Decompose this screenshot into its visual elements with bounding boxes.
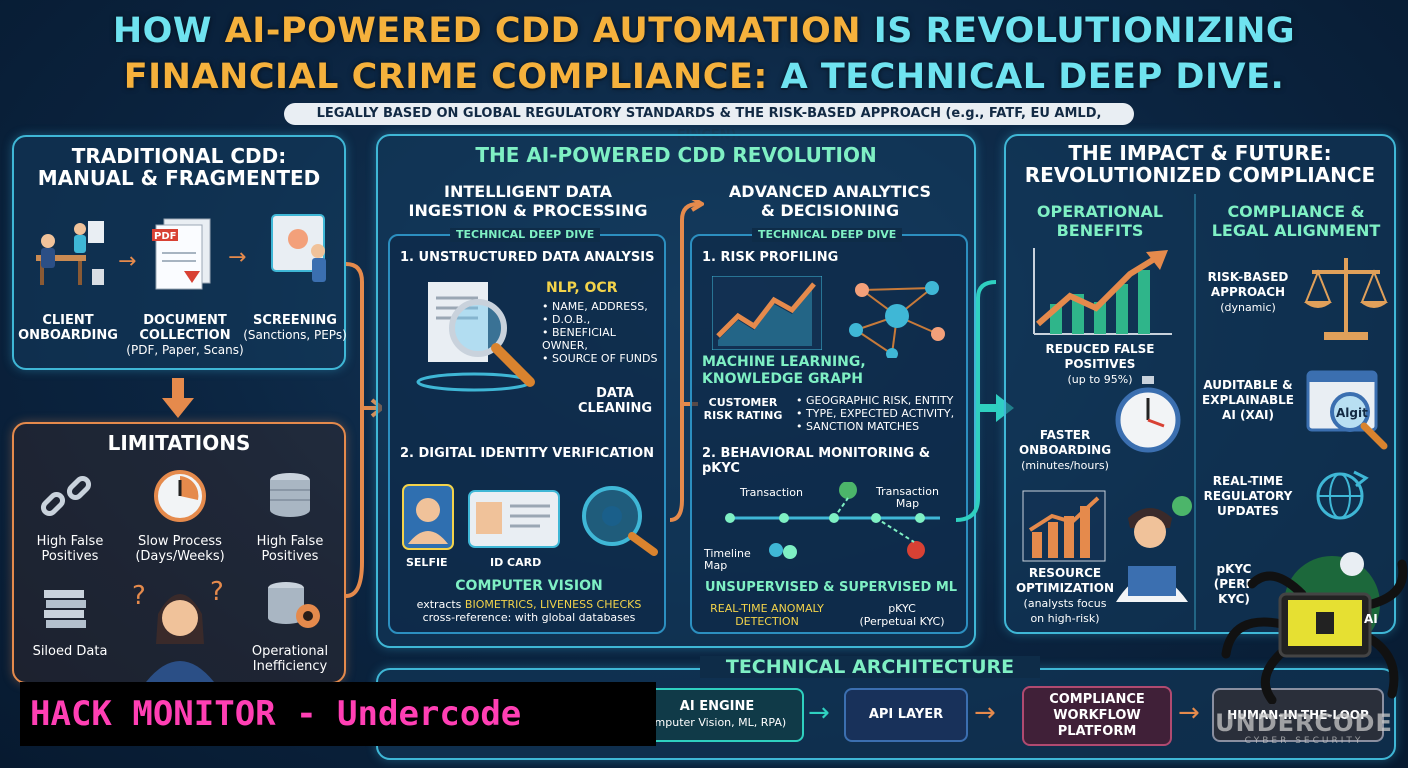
impact-title: THE IMPACT & FUTURE:REVOLUTIONIZED COMPL… bbox=[1024, 141, 1376, 187]
limitation-item: Siloed Data bbox=[32, 644, 108, 659]
stopwatch-icon bbox=[1112, 374, 1184, 454]
section-title: 2. BEHAVIORAL MONITORING & pKYC bbox=[702, 446, 931, 476]
revolution-title: THE AI-POWERED CDD REVOLUTION bbox=[475, 143, 877, 167]
flow-arrow: → bbox=[974, 698, 996, 728]
stacked-papers-icon bbox=[38, 580, 94, 636]
svg-text:?: ? bbox=[132, 581, 146, 611]
screening-icon bbox=[262, 211, 342, 291]
watermark-ai-tag: AI bbox=[1364, 612, 1378, 626]
traditional-cdd-panel: TRADITIONAL CDD:MANUAL & FRAGMENTED PDF … bbox=[12, 135, 347, 370]
ai-revolution-panel: THE AI-POWERED CDD REVOLUTION INTELLIGEN… bbox=[376, 134, 976, 648]
impact-divider bbox=[1194, 194, 1196, 630]
flow-arrow: → bbox=[1178, 698, 1200, 728]
section-title: 1. RISK PROFILING bbox=[702, 250, 839, 265]
broken-chain-icon bbox=[38, 468, 94, 524]
growth-chart-icon bbox=[1026, 244, 1176, 340]
undercode-mascot-icon bbox=[1212, 534, 1408, 704]
magnifier-document-icon bbox=[404, 274, 544, 394]
compliance-alignment-title: COMPLIANCE &LEGAL ALIGNMENT bbox=[1211, 202, 1381, 240]
section-title: 2. DIGITAL IDENTITY VERIFICATION bbox=[400, 446, 655, 461]
id-card-label: ID CARD bbox=[490, 556, 542, 569]
flow-arrow: → bbox=[118, 249, 137, 274]
client-onboarding-icon bbox=[28, 213, 108, 293]
section-title: 1. UNSTRUCTURED DATA ANALYSIS bbox=[400, 250, 655, 265]
tech-deep-dive-tag: TECHNICAL DEEP DIVE bbox=[752, 228, 903, 242]
ml-knowledge-graph-label: MACHINE LEARNING,KNOWLEDGE GRAPH bbox=[702, 354, 866, 387]
stressed-analyst-icon: ?? bbox=[132, 574, 228, 682]
nlp-ocr-label: NLP, OCR bbox=[546, 280, 618, 296]
globe-sync-icon bbox=[1310, 466, 1370, 526]
database-icon bbox=[262, 468, 318, 524]
flow-arrow: → bbox=[808, 698, 830, 728]
ml-label: UNSUPERVISED & SUPERVISED ML bbox=[704, 580, 958, 595]
analytics-deep-dive: TECHNICAL DEEP DIVE 1. RISK PROFILING MA… bbox=[690, 228, 968, 634]
scales-of-justice-icon bbox=[1302, 250, 1390, 342]
page-title: HOW AI-POWERED CDD AUTOMATION IS REVOLUT… bbox=[112, 11, 1296, 97]
limitation-item: Slow Process(Days/Weeks) bbox=[135, 534, 225, 564]
step-screening: SCREENING(Sanctions, PEPs) bbox=[243, 313, 347, 342]
pdf-tag: PDF bbox=[154, 231, 177, 242]
svg-text:?: ? bbox=[210, 577, 224, 607]
document-pdf-icon bbox=[144, 213, 224, 293]
knowledge-graph-icon bbox=[842, 274, 952, 358]
human-in-the-loop-box[interactable]: HUMAN-IN-THE-LOOP bbox=[1212, 688, 1384, 742]
undercode-watermark: UNDERCODE CYBER SECURITY bbox=[1215, 709, 1393, 746]
transaction-label: Transaction bbox=[740, 486, 803, 499]
extracted-fields-list: NAME, ADDRESS, D.O.B., BENEFICIAL OWNER,… bbox=[542, 300, 664, 365]
risk-factors-list: GEOGRAPHIC RISK, ENTITY TYPE, EXPECTED A… bbox=[796, 394, 954, 433]
transaction-timeline-icon bbox=[700, 482, 962, 562]
api-layer-box[interactable]: API LAYER bbox=[844, 688, 968, 742]
algit-label: Algit bbox=[1336, 406, 1368, 420]
database-gear-icon bbox=[262, 576, 324, 636]
cv-description: extracts BIOMETRICS, LIVENESS CHECKS cro… bbox=[416, 598, 642, 624]
clock-icon bbox=[152, 468, 208, 524]
id-card-icon bbox=[468, 490, 560, 548]
computer-vision-label: COMPUTER VISION bbox=[455, 578, 603, 594]
architecture-title: TECHNICAL ARCHITECTURE bbox=[700, 656, 1040, 678]
selfie-label: SELFIE bbox=[406, 556, 448, 569]
eye-scan-icon bbox=[574, 480, 660, 556]
trend-chart-icon bbox=[712, 276, 822, 350]
traditional-title: TRADITIONAL CDD:MANUAL & FRAGMENTED bbox=[37, 144, 321, 190]
flow-arrow: → bbox=[228, 245, 247, 270]
ingestion-deep-dive: TECHNICAL DEEP DIVE 1. UNSTRUCTURED DATA… bbox=[388, 228, 666, 634]
limitations-title: LIMITATIONS bbox=[107, 431, 251, 455]
impact-panel: THE IMPACT & FUTURE:REVOLUTIONIZED COMPL… bbox=[1004, 134, 1396, 634]
analytics-title: ADVANCED ANALYTICS& DECISIONING bbox=[728, 182, 932, 220]
down-arrow bbox=[162, 378, 194, 418]
audit-window-icon bbox=[1306, 370, 1390, 450]
analyst-laptop-icon bbox=[1110, 492, 1194, 602]
subtitle-banner: LEGALLY BASED ON GLOBAL REGULATORY STAND… bbox=[284, 103, 1134, 143]
benefit-reduced-false-positives: REDUCED FALSE POSITIVES(up to 95%) bbox=[1045, 342, 1155, 386]
pkyc-label: pKYC(Perpetual KYC) bbox=[859, 602, 945, 628]
hack-monitor-banner: HACK MONITOR - Undercode bbox=[20, 682, 656, 746]
selfie-icon bbox=[402, 484, 454, 550]
tech-deep-dive-tag: TECHNICAL DEEP DIVE bbox=[450, 228, 601, 242]
bar-chart-icon bbox=[1022, 490, 1106, 562]
